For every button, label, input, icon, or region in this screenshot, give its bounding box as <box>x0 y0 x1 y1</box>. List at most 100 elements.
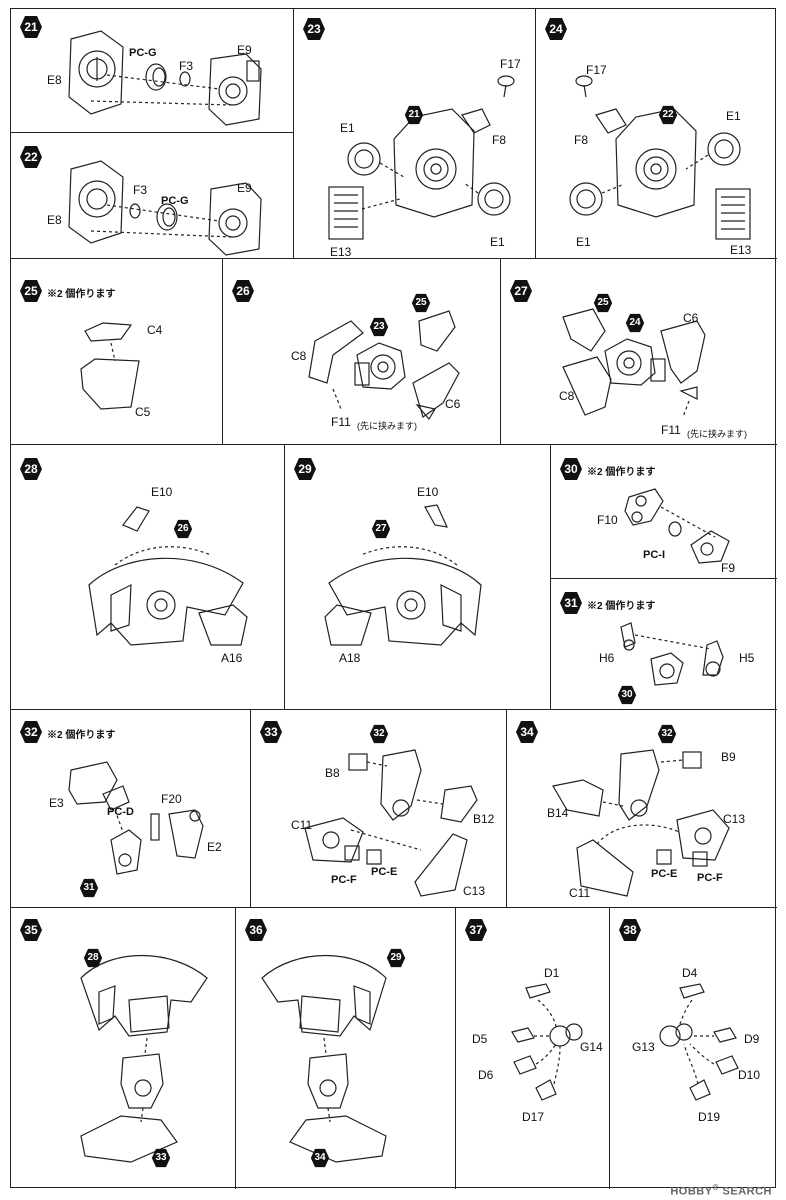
ref-step-22-badge: 22 <box>658 105 678 125</box>
part-label: C4 <box>147 323 163 337</box>
step-number-27-badge: 27 <box>509 279 533 303</box>
step-number-33-badge: 33 <box>259 720 283 744</box>
ref-step-24-badge: 24 <box>625 313 645 333</box>
part-label: E8 <box>47 213 62 227</box>
step-number-21: 21 <box>24 20 38 34</box>
ref-step-34-badge: 34 <box>310 1148 330 1168</box>
ref-step-32: 32 <box>661 728 673 739</box>
ref-step-23: 23 <box>373 321 385 332</box>
ref-step-28-badge: 28 <box>83 948 103 968</box>
ref-step-29: 29 <box>390 952 402 963</box>
part-label: F20 <box>161 792 182 806</box>
part-label: E1 <box>490 235 505 249</box>
step-29-illustration <box>324 504 482 646</box>
registered-icon: ® <box>712 1183 719 1193</box>
part-label: E1 <box>576 235 591 249</box>
step-34-panel: 34 32 B9 B14 C13 C11 <box>507 710 777 908</box>
step-number-31: 31 <box>564 596 578 610</box>
step-number-36: 36 <box>249 923 263 937</box>
part-label: E9 <box>237 181 252 195</box>
part-label: PC-E <box>371 866 398 878</box>
step-number-36-badge: 36 <box>244 918 268 942</box>
part-label: E2 <box>207 840 222 854</box>
ref-step-22: 22 <box>662 109 674 120</box>
step-number-35-badge: 35 <box>19 918 43 942</box>
step-22-panel: 22 F3 PC-G E9 E8 <box>11 133 294 259</box>
part-label: B14 <box>547 806 569 820</box>
part-label: C6 <box>683 311 699 325</box>
part-label: PC-I <box>643 549 665 561</box>
part-label: B9 <box>721 750 736 764</box>
part-label: F3 <box>179 59 194 73</box>
step-number-29-badge: 29 <box>293 457 317 481</box>
step-number-35: 35 <box>24 923 38 937</box>
part-label: B8 <box>325 766 340 780</box>
part-label: E8 <box>47 73 62 87</box>
part-label: C11 <box>291 818 313 832</box>
part-label: E1 <box>340 121 355 135</box>
step-38-illustration <box>659 983 739 1101</box>
ref-step-25-badge: 25 <box>593 293 613 313</box>
step-35-panel: 35 28 33 <box>11 908 236 1189</box>
part-label: E10 <box>417 485 439 499</box>
step-number-21-badge: 21 <box>19 15 43 39</box>
step-37-illustration <box>511 983 583 1101</box>
part-label: B12 <box>473 812 495 826</box>
ref-step-25: 25 <box>415 297 427 308</box>
step-22-illustration <box>68 160 262 256</box>
part-label: PC-G <box>161 195 189 207</box>
step-number-24-badge: 24 <box>544 17 568 41</box>
part-label: F11 <box>331 415 351 429</box>
part-label: F11 <box>661 423 681 437</box>
ref-step-27-badge: 27 <box>371 519 391 539</box>
ref-step-30: 30 <box>621 689 633 700</box>
ref-step-26-badge: 26 <box>173 519 193 539</box>
step-32-illustration <box>68 761 204 875</box>
step-33-panel: 33 32 B8 B12 C11 PC-F <box>251 710 507 908</box>
step-number-38-badge: 38 <box>618 918 642 942</box>
make-two-note: ※2 個作ります <box>587 467 656 478</box>
part-label: D10 <box>738 1068 761 1082</box>
part-label: E9 <box>237 43 252 57</box>
part-label: F8 <box>574 133 589 147</box>
step-36-illustration <box>261 955 387 1163</box>
step-number-34: 34 <box>520 725 534 739</box>
insert-first-note: (先に挟みます) <box>687 429 747 439</box>
make-two-note: ※2 個作ります <box>47 730 116 741</box>
part-label: C8 <box>291 349 307 363</box>
step-number-24: 24 <box>549 22 563 36</box>
ref-step-34: 34 <box>314 1152 326 1163</box>
step-number-33: 33 <box>264 725 278 739</box>
step-24-illustration <box>569 75 751 240</box>
part-label: D6 <box>478 1068 494 1082</box>
part-label: G13 <box>632 1040 655 1054</box>
part-label: D17 <box>522 1110 545 1124</box>
part-label: E10 <box>151 485 173 499</box>
step-number-22: 22 <box>24 150 38 164</box>
step-26-panel: 26 23 25 C8 C6 F11 (先に挟みます) <box>223 259 501 445</box>
step-number-22-badge: 22 <box>19 145 43 169</box>
part-label: C13 <box>723 812 746 826</box>
step-27-panel: 27 25 24 C6 C8 F11 (先に挟みます) <box>501 259 777 445</box>
step-37-panel: 37 D1 D5 G14 D6 D17 <box>456 908 610 1189</box>
make-two-note: ※2 個作ります <box>47 289 116 300</box>
step-26-illustration <box>308 310 460 421</box>
step-number-25-badge: 25 <box>19 279 43 303</box>
part-label: PC-G <box>129 47 157 59</box>
part-label: E3 <box>49 796 64 810</box>
ref-step-23-badge: 23 <box>369 317 389 337</box>
ref-step-24: 24 <box>629 317 641 328</box>
part-label: C8 <box>559 389 575 403</box>
part-label: F9 <box>721 561 736 575</box>
part-label: D9 <box>744 1032 760 1046</box>
step-36-panel: 36 29 34 <box>236 908 456 1189</box>
step-number-34-badge: 34 <box>515 720 539 744</box>
ref-step-32-badge: 32 <box>657 724 677 744</box>
part-label: D19 <box>698 1110 721 1124</box>
insert-first-note: (先に挟みます) <box>357 421 417 431</box>
part-label: C13 <box>463 884 486 898</box>
part-label: D4 <box>682 966 698 980</box>
step-number-26-badge: 26 <box>231 279 255 303</box>
part-label: E1 <box>726 109 741 123</box>
step-number-37-badge: 37 <box>464 918 488 942</box>
